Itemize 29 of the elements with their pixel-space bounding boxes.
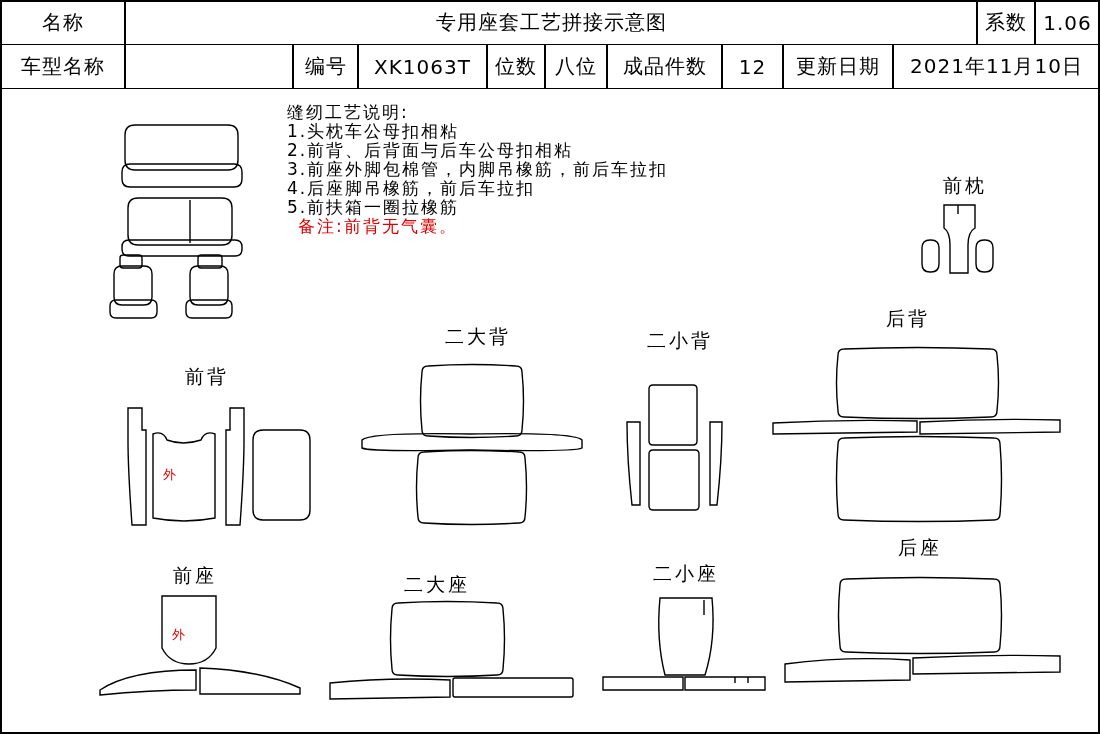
pattern-piece: 外: [149, 430, 219, 524]
section-title: 二小背: [647, 330, 713, 351]
pattern-piece: 外: [158, 594, 220, 668]
section-title: 前枕: [943, 175, 987, 196]
note-text: 3.前座外脚包棉管，内脚吊橡筋，前后车拉扣: [287, 160, 669, 179]
section-title: 后座: [898, 537, 942, 558]
header-cell: XK1063T: [358, 44, 487, 89]
section-title: 二小座: [653, 563, 719, 584]
note-text: 1.头枕车公母扣相粘: [287, 122, 460, 141]
note-text: 4.后座脚吊橡筋，前后车拉扣: [287, 179, 536, 198]
header-cell: 系数: [977, 0, 1035, 45]
header-cell: 编号: [293, 44, 358, 89]
note-text: 2.前背、后背面与后车公母扣相粘: [287, 141, 574, 160]
section-title: 二大座: [404, 574, 470, 595]
section-title: 后背: [886, 308, 930, 329]
header-cell: 更新日期: [783, 44, 893, 89]
note-heading: 缝纫工艺说明:: [287, 103, 409, 122]
header-cell: 车型名称: [0, 44, 125, 89]
section-title: 前背: [185, 366, 229, 387]
header-cell: 12: [722, 44, 783, 89]
section-title: 前座: [173, 565, 217, 586]
section-title: 二大背: [445, 326, 511, 347]
title-cell: 专用座套工艺拼接示意图: [125, 0, 977, 45]
header-cell: 位数: [487, 44, 545, 89]
header-cell: 2021年11月10日: [893, 44, 1100, 89]
header-cell: 八位: [545, 44, 607, 89]
note-text: 5.前扶箱一圈拉橡筋: [287, 198, 460, 217]
header-cell: 成品件数: [607, 44, 722, 89]
remark-text: 备注:前背无气囊。: [298, 217, 458, 236]
